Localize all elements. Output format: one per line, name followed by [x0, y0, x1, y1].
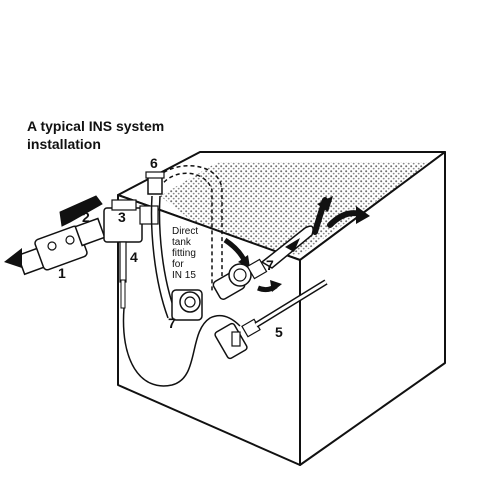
- tank: [117, 151, 446, 466]
- note-line-1: Direct: [172, 226, 198, 237]
- callout-5: 5: [275, 324, 283, 340]
- ball-valve: [34, 217, 106, 271]
- flow-arrowhead-upper-left: [317, 196, 333, 212]
- jet-arrow: [285, 238, 300, 252]
- callout-4: 4: [130, 249, 138, 265]
- top-fitting: [145, 171, 165, 195]
- callout-7-sensor: 7: [168, 315, 176, 331]
- injector-body: [103, 199, 159, 243]
- sensor-cable: [122, 307, 241, 387]
- note-line-4: for: [172, 259, 184, 270]
- title-line-2: installation: [27, 136, 101, 152]
- sensor-housing: [171, 289, 203, 321]
- callout-3: 3: [118, 209, 126, 225]
- inflow-arrow: [4, 248, 22, 268]
- callout-6: 6: [150, 155, 158, 171]
- inlet-arrowhead-bottom: [270, 280, 282, 292]
- callout-labels: 1 2 3 4 5 6 7 7: [58, 155, 283, 340]
- note-line-2: tank: [172, 237, 192, 248]
- tank-right-face: [299, 151, 446, 466]
- callout-2: 2: [82, 209, 90, 225]
- tank-fitting-note: Direct tank fitting for IN 15: [172, 226, 198, 281]
- callout-1: 1: [58, 265, 66, 281]
- note-line-3: fitting: [172, 248, 196, 259]
- probe: [119, 241, 127, 309]
- title-line-1: A typical INS system: [27, 118, 165, 134]
- water-surface: [160, 162, 432, 255]
- valve-handle: [59, 195, 103, 227]
- inlet-arrowhead-top: [238, 255, 250, 268]
- heater: [214, 279, 328, 360]
- dashed-hose: [149, 165, 223, 292]
- flow-arrowhead-upper-right: [356, 206, 370, 224]
- callout-7-tank-fitting: 7: [266, 257, 274, 273]
- diagram-title: A typical INS system installation: [27, 117, 164, 153]
- tank-fitting: [212, 258, 268, 300]
- flow-arrows: [223, 196, 370, 293]
- note-line-5: IN 15: [172, 270, 196, 281]
